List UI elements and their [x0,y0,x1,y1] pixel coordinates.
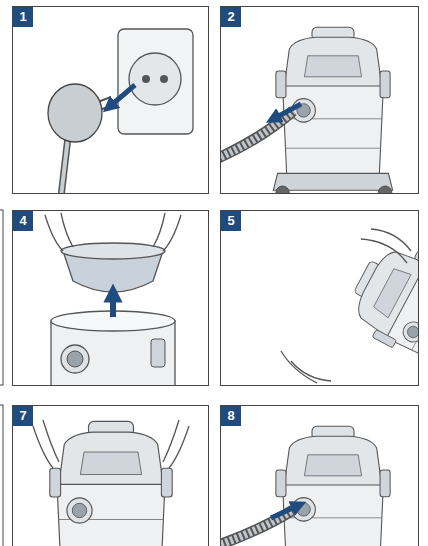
step-number: 4 [13,211,33,231]
step-number: 7 [13,406,33,426]
step-number: 1 [13,7,33,27]
step-number: 2 [221,7,241,27]
step-number: 5 [221,211,241,231]
step-number: 8 [221,406,241,426]
